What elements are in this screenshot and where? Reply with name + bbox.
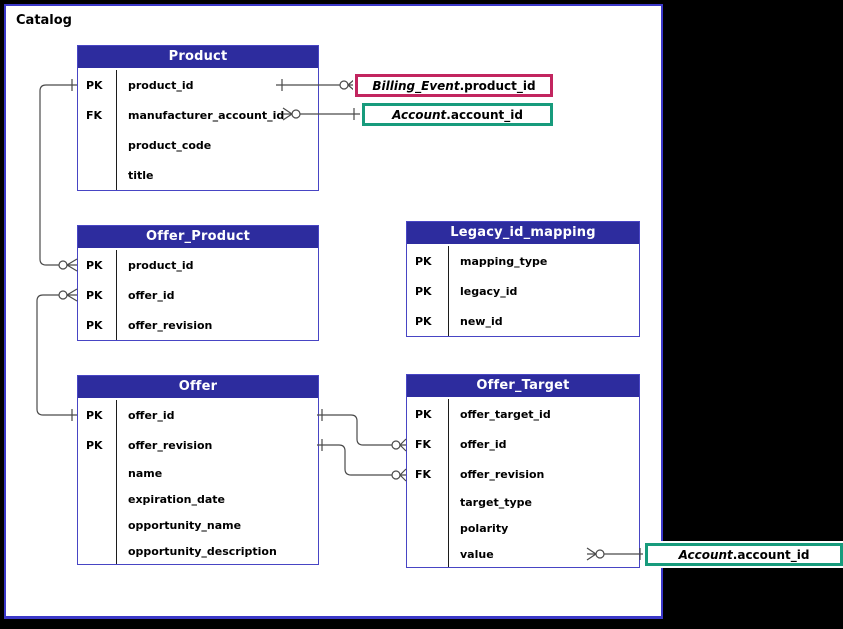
key-badge <box>78 486 116 512</box>
column-name: name <box>116 460 318 486</box>
ref-table-name: Account <box>678 547 733 562</box>
column-name: target_type <box>448 489 639 515</box>
ref-account-account-id-bottom: Account.account_id <box>645 543 843 566</box>
entity-row: PK product_id <box>78 250 318 280</box>
key-badge: PK <box>86 318 103 332</box>
column-name: product_id <box>116 70 318 100</box>
column-name: offer_revision <box>116 310 318 340</box>
ref-column-name: .product_id <box>459 78 536 93</box>
key-badge: PK <box>86 258 103 272</box>
column-name: offer_id <box>116 280 318 310</box>
column-name: offer_id <box>116 400 318 430</box>
entity-row: FK offer_revision <box>407 459 639 489</box>
key-badge: PK <box>415 254 432 268</box>
entity-row: value <box>407 541 639 567</box>
entity-row: name <box>78 460 318 486</box>
column-name: product_id <box>116 250 318 280</box>
column-name: expiration_date <box>116 486 318 512</box>
ref-table-name: Account <box>392 107 447 122</box>
column-name: value <box>448 541 639 567</box>
key-badge: PK <box>415 284 432 298</box>
entity-row: PK new_id <box>407 306 639 336</box>
column-name: product_code <box>116 130 318 160</box>
entity-row: PK legacy_id <box>407 276 639 306</box>
key-badge <box>78 460 116 486</box>
column-name: mapping_type <box>448 246 639 276</box>
entity-row: FK offer_id <box>407 429 639 459</box>
ref-column-name: .account_id <box>446 107 523 122</box>
key-badge: FK <box>86 108 103 122</box>
diagram-title: Catalog <box>16 13 72 28</box>
column-name: offer_id <box>448 429 639 459</box>
key-badge: FK <box>415 437 432 451</box>
column-name: offer_target_id <box>448 399 639 429</box>
entity-title: Offer_Product <box>78 226 318 250</box>
entity-row: FK manufacturer_account_id <box>78 100 318 130</box>
ref-account-account-id-top: Account.account_id <box>362 103 553 126</box>
key-badge: PK <box>415 407 432 421</box>
key-badge <box>78 538 116 564</box>
column-name: offer_revision <box>448 459 639 489</box>
key-badge <box>78 512 116 538</box>
key-badge: PK <box>86 288 103 302</box>
entity-row: target_type <box>407 489 639 515</box>
column-name: opportunity_description <box>116 538 318 564</box>
ref-table-name: Billing_Event <box>372 78 460 93</box>
key-badge <box>78 160 116 190</box>
entity-row: PK offer_target_id <box>407 399 639 429</box>
key-badge <box>78 130 116 160</box>
key-badge <box>407 515 448 541</box>
entity-row: PK offer_revision <box>78 430 318 460</box>
entity-row: PK product_id <box>78 70 318 100</box>
entity-row: expiration_date <box>78 486 318 512</box>
ref-column-name: .account_id <box>732 547 810 562</box>
column-name: offer_revision <box>116 430 318 460</box>
key-badge <box>407 489 448 515</box>
entity-row: title <box>78 160 318 190</box>
column-name: legacy_id <box>448 276 639 306</box>
key-badge: PK <box>86 438 103 452</box>
key-badge <box>407 541 448 567</box>
ref-billing-event-product-id: Billing_Event.product_id <box>355 74 553 97</box>
column-name: opportunity_name <box>116 512 318 538</box>
entity-row: polarity <box>407 515 639 541</box>
key-badge: PK <box>86 78 103 92</box>
column-name: title <box>116 160 318 190</box>
entity-row: product_code <box>78 130 318 160</box>
key-badge: FK <box>415 467 432 481</box>
key-badge: PK <box>415 314 432 328</box>
entity-row: PK offer_revision <box>78 310 318 340</box>
entity-row: opportunity_description <box>78 538 318 564</box>
column-name: polarity <box>448 515 639 541</box>
entity-title: Legacy_id_mapping <box>407 222 639 246</box>
entity-title: Product <box>78 46 318 70</box>
key-badge: PK <box>86 408 103 422</box>
entity-title: Offer <box>78 376 318 400</box>
column-name: manufacturer_account_id <box>116 100 318 130</box>
entity-row: PK mapping_type <box>407 246 639 276</box>
entity-row: PK offer_id <box>78 400 318 430</box>
entity-title: Offer_Target <box>407 375 639 399</box>
entity-row: PK offer_id <box>78 280 318 310</box>
entity-row: opportunity_name <box>78 512 318 538</box>
column-name: new_id <box>448 306 639 336</box>
